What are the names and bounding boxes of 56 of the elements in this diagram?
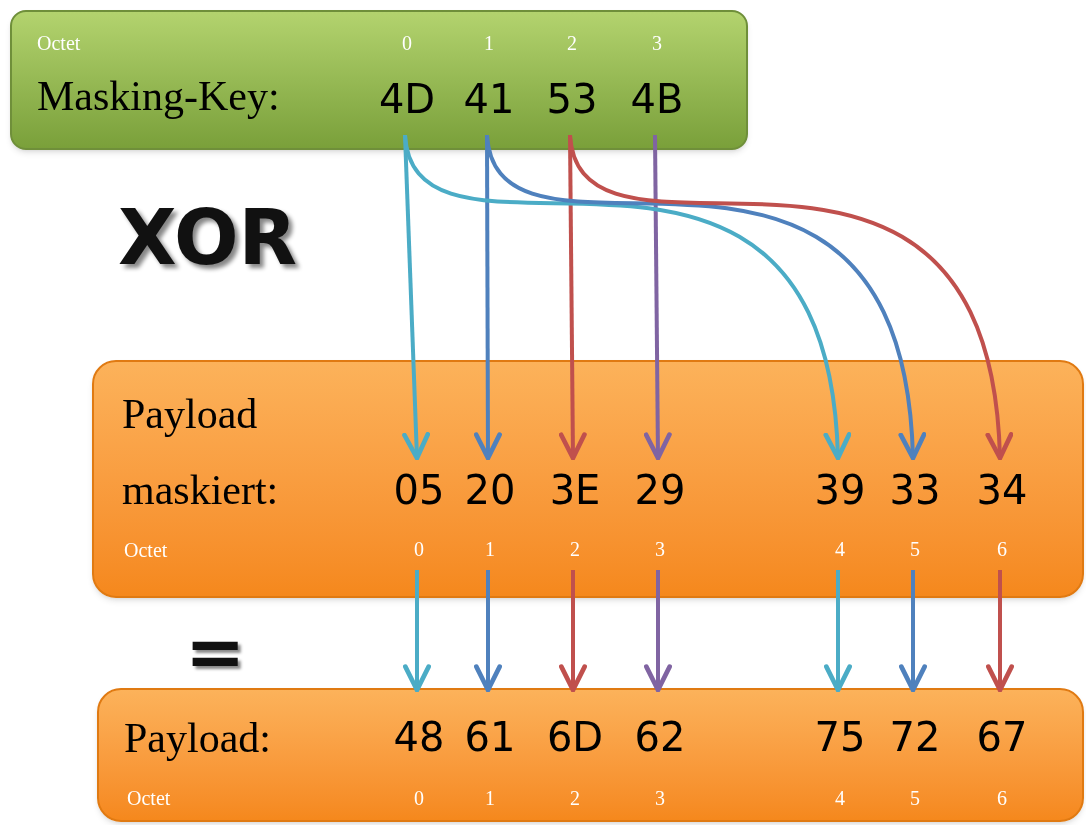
octet-number: 4 [834, 786, 846, 811]
byte-value: 62 [633, 713, 687, 762]
key-box [10, 10, 748, 150]
octet-number: 1 [484, 537, 496, 562]
arrow [986, 570, 1014, 693]
byte-value: 41 [462, 75, 516, 124]
octet-label: Octet [127, 786, 172, 811]
octet-number: 0 [401, 31, 413, 56]
payload-box [97, 688, 1084, 822]
byte-value: 33 [888, 466, 942, 515]
octet-number: 5 [909, 786, 921, 811]
octet-number: 5 [909, 537, 921, 562]
byte-value: 67 [975, 713, 1029, 762]
octet-number: 1 [484, 786, 496, 811]
byte-value: 75 [813, 713, 867, 762]
octet-number: 2 [566, 31, 578, 56]
key-title: Masking-Key: [37, 72, 281, 121]
byte-value: 29 [633, 466, 687, 515]
byte-value: 61 [463, 713, 517, 762]
byte-value: 53 [545, 75, 599, 124]
byte-value: 4D [377, 75, 437, 124]
octet-number: 4 [834, 537, 846, 562]
byte-value: 3E [548, 466, 602, 515]
octet-number: 0 [413, 786, 425, 811]
arrow [644, 570, 672, 693]
byte-value: 05 [392, 466, 446, 515]
byte-value: 20 [463, 466, 517, 515]
byte-value: 72 [888, 713, 942, 762]
octet-label: Octet [37, 31, 82, 56]
payload-title: Payload maskiert: [122, 390, 280, 515]
byte-value: 39 [813, 466, 867, 515]
operator-label: XOR [118, 200, 297, 276]
octet-number: 2 [569, 786, 581, 811]
octet-number: 2 [569, 537, 581, 562]
byte-value: 6D [545, 713, 605, 762]
arrow [643, 135, 672, 461]
octet-number: 1 [483, 31, 495, 56]
octet-number: 3 [651, 31, 663, 56]
arrow [474, 570, 502, 693]
equals-sign: = [185, 615, 246, 687]
octet-number: 6 [996, 537, 1008, 562]
payload-title: Payload: [124, 714, 272, 763]
octet-number: 6 [996, 786, 1008, 811]
byte-value: 4B [629, 75, 685, 124]
masked-payload-box [92, 360, 1084, 598]
arrow [403, 570, 431, 693]
octet-label: Octet [124, 538, 169, 563]
octet-number: 3 [654, 786, 666, 811]
byte-value: 34 [975, 466, 1029, 515]
arrow [899, 570, 927, 693]
byte-value: 48 [392, 713, 446, 762]
octet-number: 0 [413, 537, 425, 562]
arrow [559, 570, 587, 693]
arrow [403, 134, 850, 461]
octet-number: 3 [654, 537, 666, 562]
arrow [824, 570, 852, 693]
